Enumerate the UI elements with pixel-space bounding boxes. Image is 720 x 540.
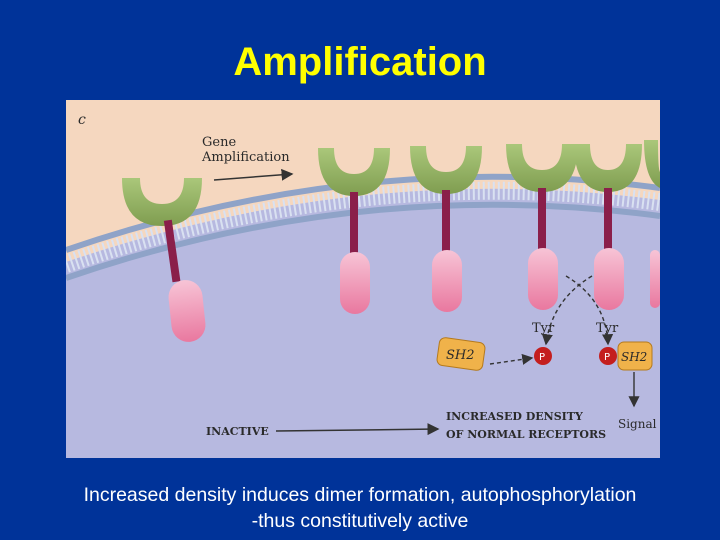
receptor-dimer-right	[574, 144, 642, 310]
receptor-dimer-left	[506, 144, 578, 310]
gene-amplification-arrow	[213, 168, 294, 181]
slide-title: Amplification	[233, 40, 487, 84]
panel-letter: c	[78, 112, 86, 128]
caption-line-1: Increased density induces dimer formatio…	[83, 484, 637, 506]
svg-text:SH2: SH2	[446, 348, 475, 363]
caption-line-2: -thus constitutively active	[251, 510, 469, 532]
normal-receptors-label: OF NORMAL RECEPTORS	[446, 428, 606, 441]
inactive-to-increased-arrow	[275, 423, 440, 436]
phosphate-left: P	[534, 347, 552, 365]
receptor-edge	[644, 140, 660, 308]
svg-text:SH2: SH2	[621, 350, 647, 364]
receptor-1	[318, 148, 390, 314]
sh2-binding-arrow	[489, 353, 534, 365]
svg-text:P: P	[539, 352, 545, 363]
signal-label: Signal	[618, 417, 657, 431]
svg-text:P: P	[604, 352, 610, 363]
amplification-label: Amplification	[201, 150, 290, 165]
tyr-label-right: Tyr	[596, 321, 619, 336]
receptor-diagram: c Gene Amplification	[66, 100, 660, 458]
sh2-domain-left: SH2	[436, 337, 486, 371]
gene-label: Gene	[202, 135, 236, 150]
phosphate-right: P	[599, 347, 617, 365]
receptor-2	[410, 146, 482, 312]
inactive-label: INACTIVE	[206, 425, 269, 438]
increased-density-label: INCREASED DENSITY	[446, 410, 583, 423]
sh2-domain-right: SH2	[617, 341, 653, 371]
slide-caption: Increased density induces dimer formatio…	[0, 482, 720, 534]
cytoplasm	[66, 188, 660, 458]
tyr-label-left: Tyr	[532, 321, 555, 336]
cross-phosphorylation-arrows	[541, 275, 614, 346]
inactive-receptor	[122, 178, 206, 342]
